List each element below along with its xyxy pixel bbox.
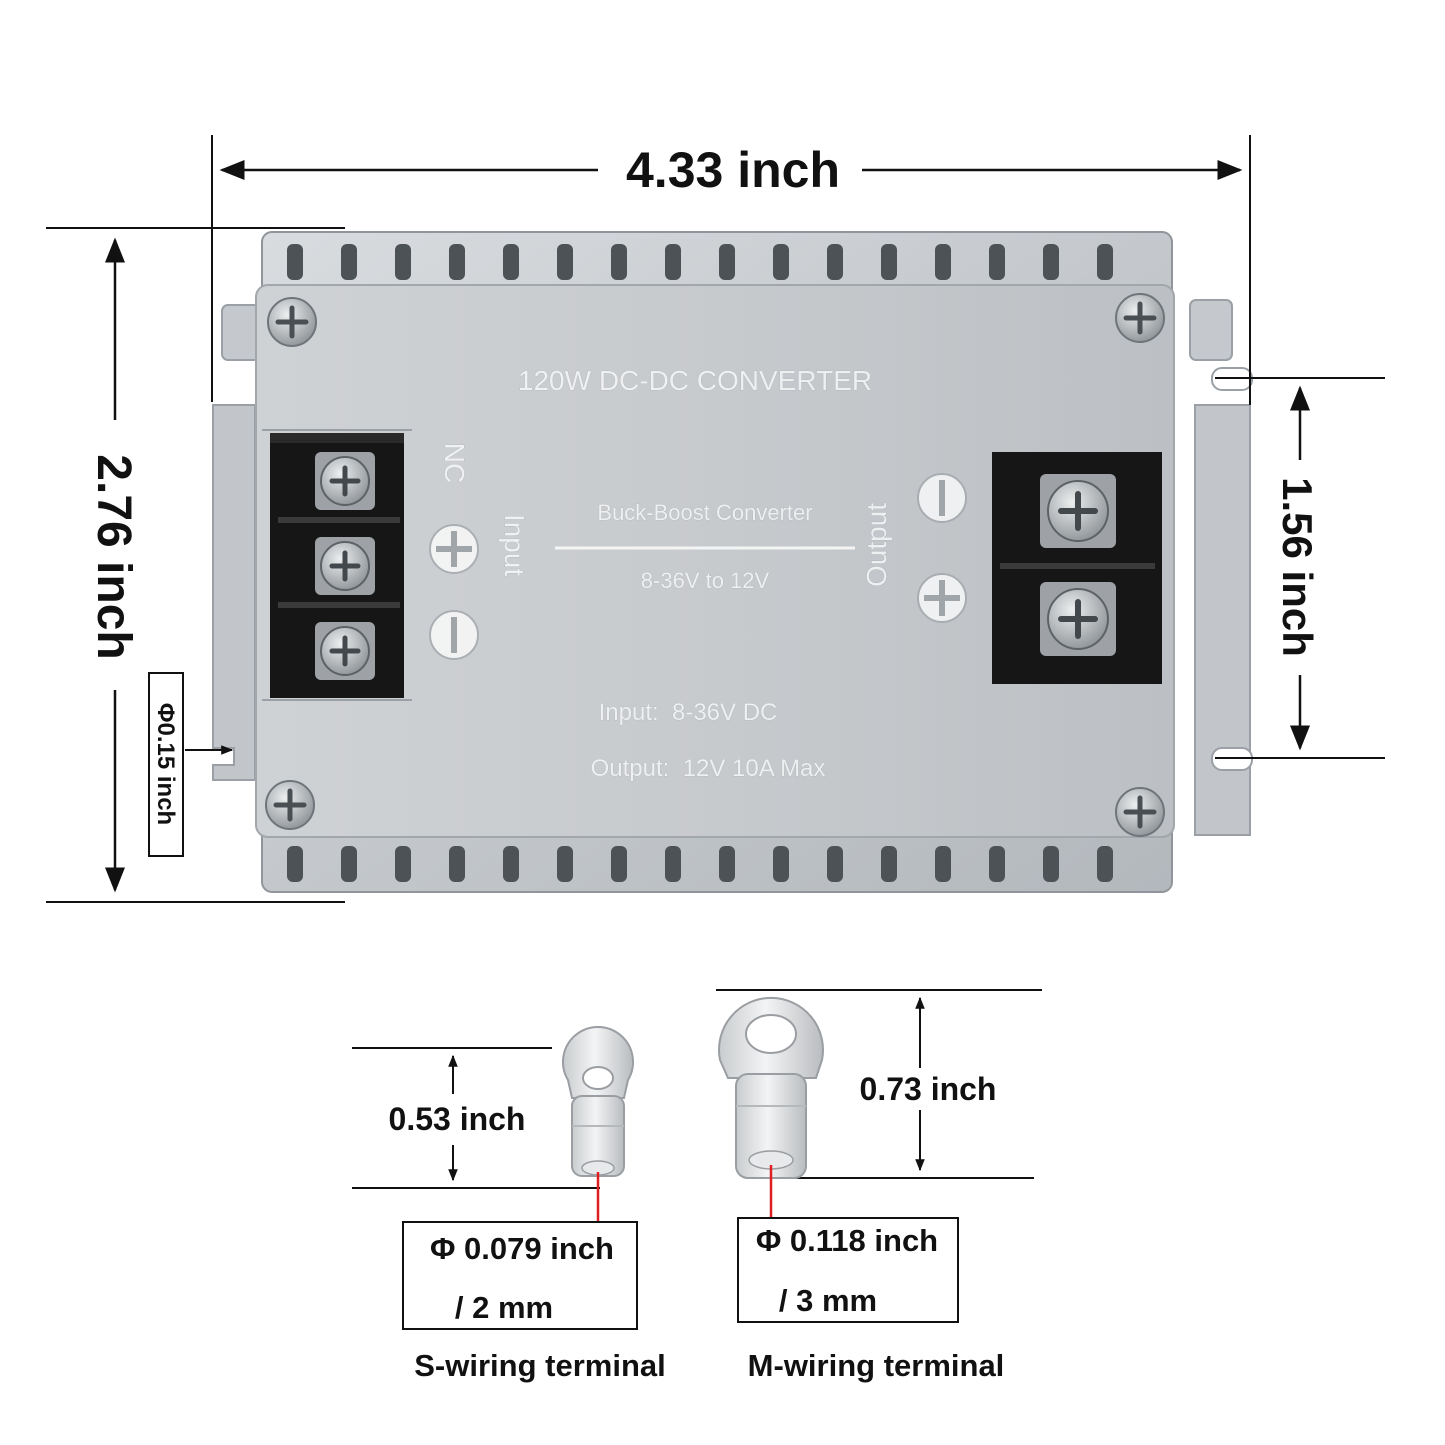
- input-screw-nc: [315, 452, 375, 510]
- heatsink-fins-top: [287, 244, 1113, 280]
- input-spec: Input: 8-36V DC: [599, 699, 778, 726]
- m-terminal-hole-mm: / 3 mm: [779, 1283, 877, 1318]
- s-terminal-hole-inch: Φ 0.079 inch: [430, 1231, 614, 1266]
- heatsink-fins-bottom: [287, 846, 1113, 882]
- input-screw-negative: [315, 622, 375, 680]
- s-terminal-hole-mm: / 2 mm: [455, 1290, 553, 1325]
- nc-label: NC: [439, 443, 470, 483]
- output-terminal-block: [992, 452, 1162, 684]
- input-negative-symbol: [429, 610, 479, 660]
- hole-diameter-label: Φ0.15 inch: [152, 703, 179, 825]
- m-terminal-lug: [718, 996, 824, 1179]
- output-positive-symbol: [917, 573, 967, 623]
- right-flange-tab-top: [1189, 299, 1233, 361]
- front-plate: [255, 284, 1175, 838]
- input-positive-symbol: [429, 524, 479, 574]
- mount-spacing-label: 1.56 inch: [1274, 477, 1321, 657]
- corner-screw-bottom-left: [265, 780, 315, 830]
- mount-spacing-dimension: 1.56 inch: [1215, 377, 1385, 759]
- height-dimension: 2.76 inch: [46, 227, 345, 903]
- output-negative-symbol: [917, 473, 967, 523]
- width-dimension: 4.33 inch: [211, 135, 1251, 405]
- corner-screw-top-right: [1115, 293, 1165, 343]
- input-screw-positive: [315, 537, 375, 595]
- corner-screw-bottom-right: [1115, 787, 1165, 837]
- left-flange-tab-top: [221, 304, 261, 361]
- output-label: Output: [861, 503, 892, 587]
- s-terminal-lug: [562, 1025, 634, 1177]
- m-terminal-length: 0.73 inch: [860, 1071, 997, 1107]
- output-screw-negative: [1040, 474, 1116, 548]
- hole-diameter-box: [148, 672, 184, 857]
- s-wiring-terminal: 0.53 inch Φ 0.079 inch / 2 mm S-wiring t…: [352, 1025, 666, 1383]
- right-mount-flange: [1194, 404, 1251, 836]
- output-screw-positive: [1040, 582, 1116, 656]
- converter-title: 120W DC-DC CONVERTER: [518, 365, 872, 396]
- m-terminal-name: M-wiring terminal: [748, 1348, 1005, 1383]
- s-terminal-name: S-wiring terminal: [414, 1348, 665, 1383]
- corner-screw-top-left: [267, 297, 317, 347]
- input-label: Input: [499, 514, 530, 576]
- s-terminal-length: 0.53 inch: [389, 1101, 526, 1137]
- input-terminal-block: [270, 433, 404, 698]
- m-wiring-terminal: 0.73 inch Φ 0.118 inch / 3 mm M-wiring t…: [716, 989, 1042, 1383]
- s-terminal-spec-box: [402, 1221, 638, 1330]
- m-terminal-spec-box: [737, 1217, 959, 1323]
- converter-subtitle: Buck-Boost Converter: [597, 500, 812, 525]
- m-terminal-hole-inch: Φ 0.118 inch: [756, 1223, 938, 1258]
- output-spec: Output: 12V 10A Max: [591, 755, 826, 782]
- converter-range: 8-36V to 12V: [641, 568, 770, 593]
- width-label: 4.33 inch: [626, 142, 840, 198]
- height-label: 2.76 inch: [87, 454, 140, 659]
- left-mount-flange: [212, 404, 256, 781]
- converter-housing: 120W DC-DC CONVERTER NC Input Output Buc…: [212, 231, 1253, 893]
- hole-diameter-callout: Φ0.15 inch: [148, 672, 234, 857]
